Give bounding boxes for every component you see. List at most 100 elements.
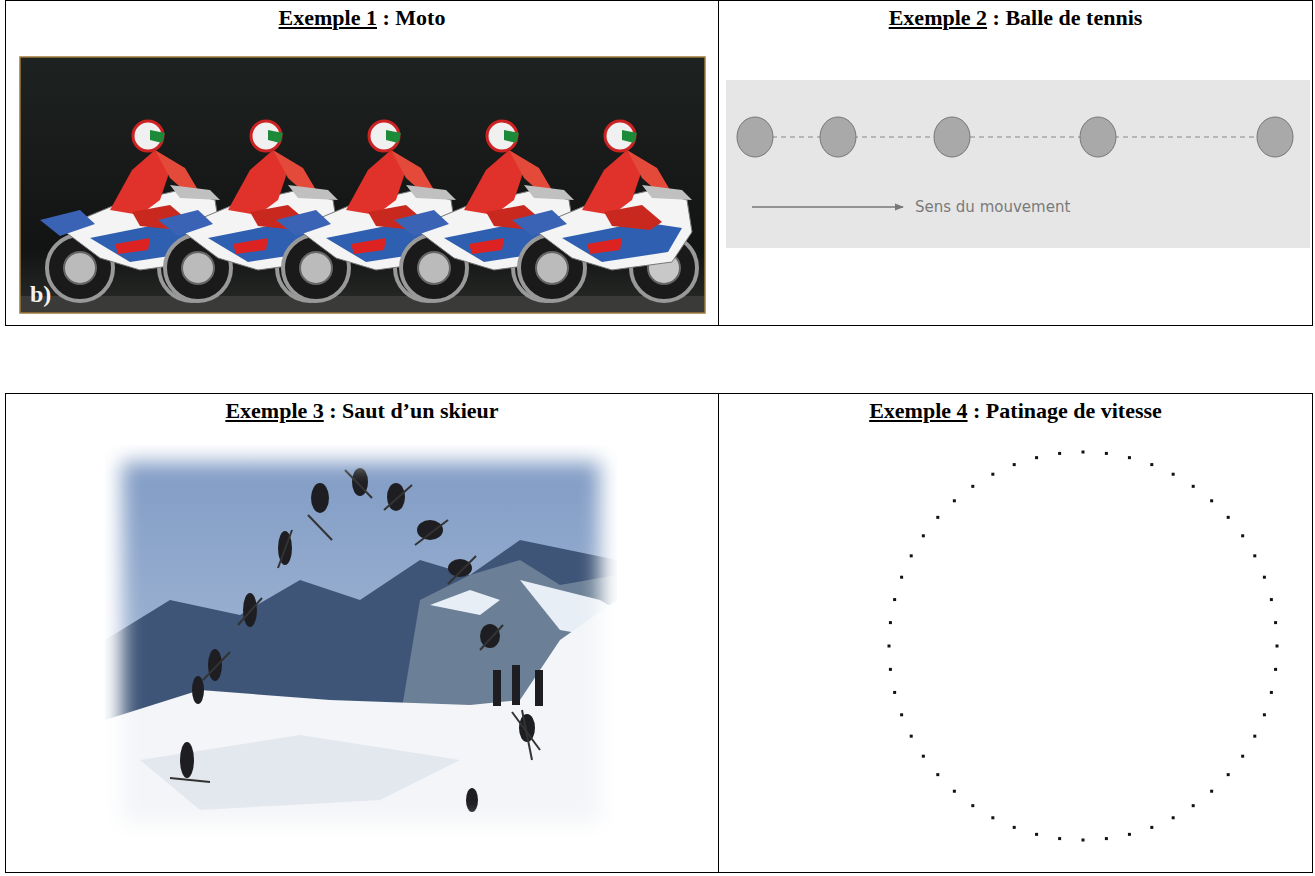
moto-photo-part [512,121,697,301]
example-title: : Patinage de vitesse [973,398,1162,423]
skater-position-dot [893,691,896,694]
skater-position-dot [889,668,892,671]
cell-heading: Exemple 3: Saut d’un skieur [6,394,718,424]
moto-photo-part [20,296,705,313]
tennis-chronophoto-part [752,206,903,207]
skater-position-dot [1270,691,1273,694]
skier-photo-part-part [512,665,520,705]
example-number: Exemple 2 [889,5,987,30]
skater-position-dot [922,755,925,758]
skater-position-dot [1058,837,1061,840]
skier-photo-part-part [448,559,472,577]
skater-position-dot [991,473,994,476]
example-title: : Balle de tennis [993,5,1143,30]
skater-position-dot [1253,554,1256,557]
skater-position-dot [1150,826,1153,829]
skater-position-dot [1253,735,1256,738]
skier-photo-part [180,468,543,812]
tennis-chronophoto [726,80,1310,248]
skier-photo-part-part [203,652,230,680]
skater-position-dot [971,485,974,488]
skier-photo-part-part [308,515,332,540]
table-cell: Exemple 4: Patinage de vitesse [718,393,1313,873]
skater-position-dot [900,713,903,716]
table-cell: Exemple 3: Saut d’un skieur [5,393,719,873]
skier-photo-part-part [417,520,443,540]
skier-photo-part-part [180,742,194,778]
skater-position-dot [1274,668,1277,671]
skater-position-dot [900,576,903,579]
skater-position-dot [910,554,913,557]
skier-photo-part-part [480,625,503,650]
example-title: : Saut d’un skieur [329,398,498,423]
skier-photo-part-part [311,483,329,513]
skater-position-dot [1270,598,1273,601]
skier-photo-part-part [384,485,412,510]
skater-dots [888,451,1279,842]
skater-position-dot [1263,576,1266,579]
skier-photo-part-part [480,624,500,648]
skier-photo-part-part [345,470,372,498]
example-number: Exemple 4 [869,398,967,423]
skier-photo-part-part [208,649,222,681]
tennis-chronophoto-part [1080,117,1116,157]
skater-position-dot [1172,816,1175,819]
skater-position-dot [922,534,925,537]
skater-position-dot [1241,534,1244,537]
table-cell: Exemple 1: Moto [5,0,719,326]
skier-photo-part-part [466,788,478,812]
skater-position-dot [1276,645,1279,648]
skater-position-dot [1082,451,1085,454]
skater-position-dot [1263,713,1266,716]
skier-photo-part [105,540,617,720]
skater-position-dot [1227,773,1230,776]
cell-heading: Exemple 1: Moto [6,1,718,31]
skater-position-dot [1082,839,1085,842]
skater-position-dot [953,499,956,502]
skater-position-dot [1035,456,1038,459]
skater-position-dot [1241,755,1244,758]
moto-photo-part [20,57,705,313]
skier-photo-part [105,600,617,840]
skater-position-dot [971,804,974,807]
skier-photo-part-part [448,556,476,584]
tennis-chronophoto-part [1257,117,1293,157]
example-title: : Moto [382,5,445,30]
skater-position-dot [1128,456,1131,459]
skater-position-dot [936,773,939,776]
skier-photo-part [430,590,500,615]
skater-position-dot [1035,833,1038,836]
skater-position-dot [893,598,896,601]
skater-position-dot [1058,452,1061,455]
skater-position-dot [1227,516,1230,519]
moto-photo [20,57,705,313]
skier-photo-part-part [238,598,262,625]
skater-position-dot [953,790,956,793]
direction-label: Sens du mouvement [915,198,1070,216]
table-cell: Exemple 2: Balle de tennis [718,0,1313,326]
example-number: Exemple 1 [279,5,377,30]
skier-photo-part-part [387,483,405,511]
skater-position-dot [1192,485,1195,488]
figure-letter: b) [30,281,51,308]
skier-photo-part [140,735,460,810]
skater-position-dot [910,735,913,738]
skater-position-dot [1210,790,1213,793]
skater-position-dot [936,516,939,519]
skater-position-dot [889,621,892,624]
skier-photo-part-part [415,520,448,545]
skater-position-dot [1192,804,1195,807]
skier-photo-part [170,470,540,782]
skier-photo [105,445,617,840]
example-number: Exemple 3 [225,398,323,423]
tennis-chronophoto-part [934,117,970,157]
cell-heading: Exemple 2: Balle de tennis [719,1,1312,31]
skier-photo-part-part [522,710,532,760]
skater-position-dot [1172,473,1175,476]
skater-position-dot [1105,452,1108,455]
skier-photo-part-part [278,530,292,568]
skier-photo-part [105,445,617,840]
skier-photo-part-part [535,670,543,706]
